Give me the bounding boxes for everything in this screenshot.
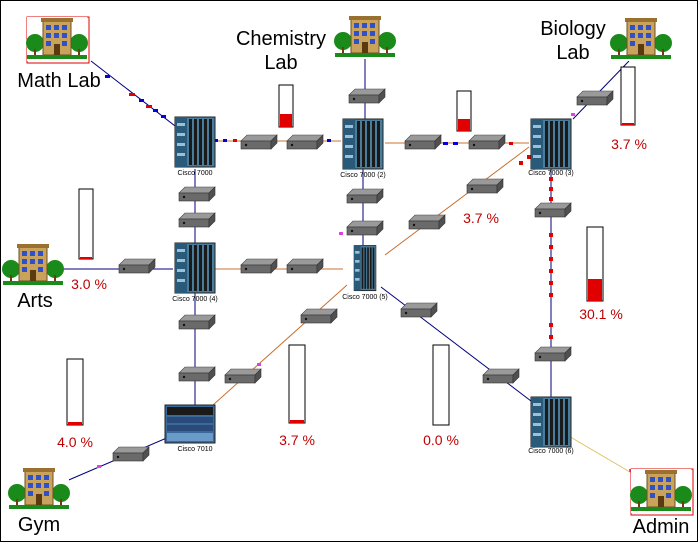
switch-icon[interactable] [112,446,150,462]
router-label: Cisco 7000 [177,170,212,177]
switch-icon[interactable] [466,178,504,194]
switch-icon[interactable] [576,90,614,106]
gauge-arts: 3.0 % [71,188,107,292]
site-label: Biology [540,18,606,40]
site-admin[interactable]: Admin [629,468,694,538]
switch-icon[interactable] [408,214,446,230]
site-label: Chemistry [236,28,326,50]
router-r3[interactable]: Cisco 7000 (3) [528,118,574,177]
switch-icon[interactable] [118,258,156,274]
router-label: Cisco 7000 (2) [340,172,386,179]
router-label: Cisco 7000 (3) [528,170,574,177]
utilization-label: 30.1 % [579,306,623,322]
gauge-r5-r6: 0.0 % [423,344,459,448]
router-r6[interactable]: Cisco 7000 (6) [528,396,574,455]
switch-icon[interactable] [286,134,324,150]
site-label-line2: Lab [264,52,297,74]
router-label: Cisco 7000 (6) [528,448,574,455]
utilization-label: 3.7 % [279,432,315,448]
switch-icon[interactable] [404,134,442,150]
building-icon [7,466,71,512]
building-icon [1,242,65,288]
router-icon [530,396,572,448]
gauge-fill [280,114,292,127]
site-label-line2: Lab [556,42,589,64]
gauge-gym: 4.0 % [57,358,93,450]
switch-icon[interactable] [240,258,278,274]
link-bio-r3 [572,60,630,120]
gauge-chem-biology [456,90,472,132]
site-label: Arts [17,290,53,312]
router-r4[interactable]: Cisco 7000 (4) [172,242,218,303]
switch-icon[interactable] [178,314,216,330]
router-icon [530,118,572,170]
switch-icon[interactable] [178,212,216,228]
switch-icon[interactable] [178,186,216,202]
switch-icon[interactable] [346,220,384,236]
utilization-label: 3.7 % [611,136,647,152]
router-icon [342,118,384,170]
gauge-fill [68,422,82,425]
switch-icon[interactable] [482,368,520,384]
switch-icon[interactable] [240,134,278,150]
site-chemistry-lab[interactable]: Chemistry Lab [236,14,397,74]
site-gym[interactable]: Gym [7,466,71,536]
gauge-chemistry-lab [278,84,294,128]
router-icon [174,242,216,294]
switch-icon[interactable] [178,366,216,382]
building-icon [333,14,397,60]
utilization-label: 0.0 % [423,432,459,448]
switch-icon[interactable] [346,188,384,204]
site-label: Math Lab [17,70,100,92]
utilization-label: 3.0 % [71,276,107,292]
gauge-fill [588,279,602,301]
link-r5-r6 [380,286,532,402]
router-r7[interactable]: Cisco 7010 [164,404,216,453]
switch-icon[interactable] [286,258,324,274]
site-biology-lab[interactable]: Biology Lab [540,16,673,64]
router-label: Cisco 7000 (5) [342,294,388,301]
router-r2[interactable]: Cisco 7000 (2) [340,118,386,179]
building-icon [25,16,89,62]
utilization-label: 3.7 % [463,210,499,226]
gauge-fill [622,123,634,125]
building-icon [609,16,673,62]
switch-icon[interactable] [534,346,572,362]
router-r5[interactable]: Cisco 7000 (5) [342,245,388,301]
link-r3-r5 [384,146,530,256]
site-label: Gym [18,514,60,536]
site-arts[interactable]: Arts [1,242,65,312]
gauge-fill [290,420,304,423]
switch-icon[interactable] [300,308,338,324]
switch-icon[interactable] [224,368,262,384]
link-admin-r6 [566,434,636,476]
utilization-label: 4.0 % [57,434,93,450]
router-label: Cisco 7000 (4) [172,296,218,303]
switch-icon[interactable] [534,202,572,218]
router-icon [353,245,377,292]
gauge-r5-r7: 3.7 % [279,344,315,448]
switch-icon[interactable] [348,88,386,104]
router-label: Cisco 7010 [177,446,212,453]
router-icon [174,116,216,168]
site-label: Admin [633,516,690,538]
gauge-r3-r6: 30.1 % [579,226,623,322]
building-icon [629,468,693,514]
site-math-lab[interactable]: Math Lab [17,16,101,92]
utilization-gauges: 3.7 % 3.7 % 3.0 % 30.1 % 4.0 % 3.7 [57,66,647,450]
gauge-fill [458,119,470,131]
router-r1[interactable]: Cisco 7000 [174,116,216,177]
switch-icon[interactable] [400,302,438,318]
gauge-fill [80,257,92,259]
link-r5-r7 [212,284,348,406]
switch-icon[interactable] [468,134,506,150]
gauge-biology: 3.7 % [611,66,647,152]
